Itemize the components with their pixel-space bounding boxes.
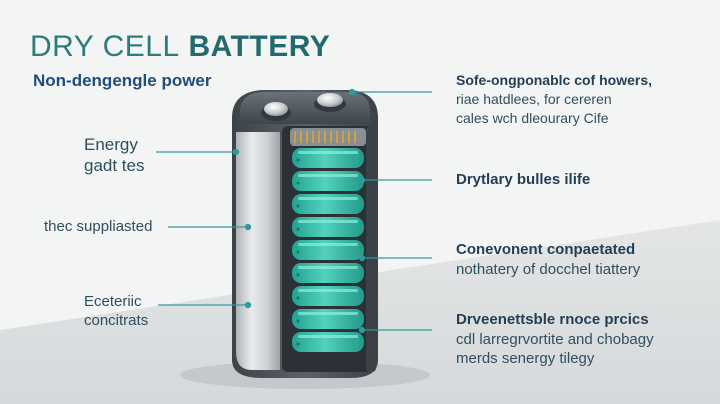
electrode-band — [290, 128, 366, 146]
page-title: DRY CELL BATTERY — [30, 30, 330, 64]
title-bold: BATTERY — [188, 30, 331, 63]
battery-shell — [236, 132, 280, 370]
label-energy: Energy gadt tes — [84, 134, 145, 177]
label-line: Conevonent conpaetated — [456, 241, 636, 258]
callout-lines-left — [156, 148, 252, 309]
battery-top — [240, 92, 370, 124]
label-safe: Sofe-ongponablc cof howers, riae hatdlee… — [456, 71, 652, 128]
label-line: thec suppliasted — [44, 218, 153, 235]
label-line: concitrats — [84, 311, 149, 329]
label-line: Energy — [84, 135, 138, 154]
label-line: riae hatdlees, for cereren — [456, 90, 612, 107]
terminal-left-icon — [261, 102, 291, 121]
label-line: Sofe-ongponablc cof howers, — [456, 72, 653, 88]
label-line: Drytlary bulles ilife — [456, 171, 591, 188]
label-line: cdl larregrvortite and chobagy — [456, 330, 654, 348]
callout-lines-right — [348, 88, 432, 334]
label-line: Eceteriic — [84, 293, 142, 310]
casing-edge — [366, 126, 376, 372]
terminal-right-icon — [314, 93, 346, 112]
page-subtitle: Non-dengengle power — [33, 71, 212, 90]
label-convenient: Conevonent conpaetated nothatery of docc… — [456, 240, 640, 281]
label-electric: Eceteriic concitrats — [84, 293, 148, 331]
label-line: gadt tes — [84, 156, 145, 176]
cell-stack — [292, 148, 364, 352]
title-prefix: DRY CELL — [30, 30, 180, 63]
label-durable: Drveenettsble rnoce prcics cdl larregrvo… — [456, 310, 654, 369]
label-dry: Drytlary bulles ilife — [456, 171, 590, 190]
label-line: merds senergy tilegy — [456, 350, 595, 367]
label-line: cales wch dleourary Cife — [456, 109, 609, 126]
label-supplied: thec suppliasted — [44, 218, 152, 237]
label-line: nothatery of docchel tiattery — [456, 261, 641, 279]
label-line: Drveenettsble rnoce prcics — [456, 311, 649, 328]
